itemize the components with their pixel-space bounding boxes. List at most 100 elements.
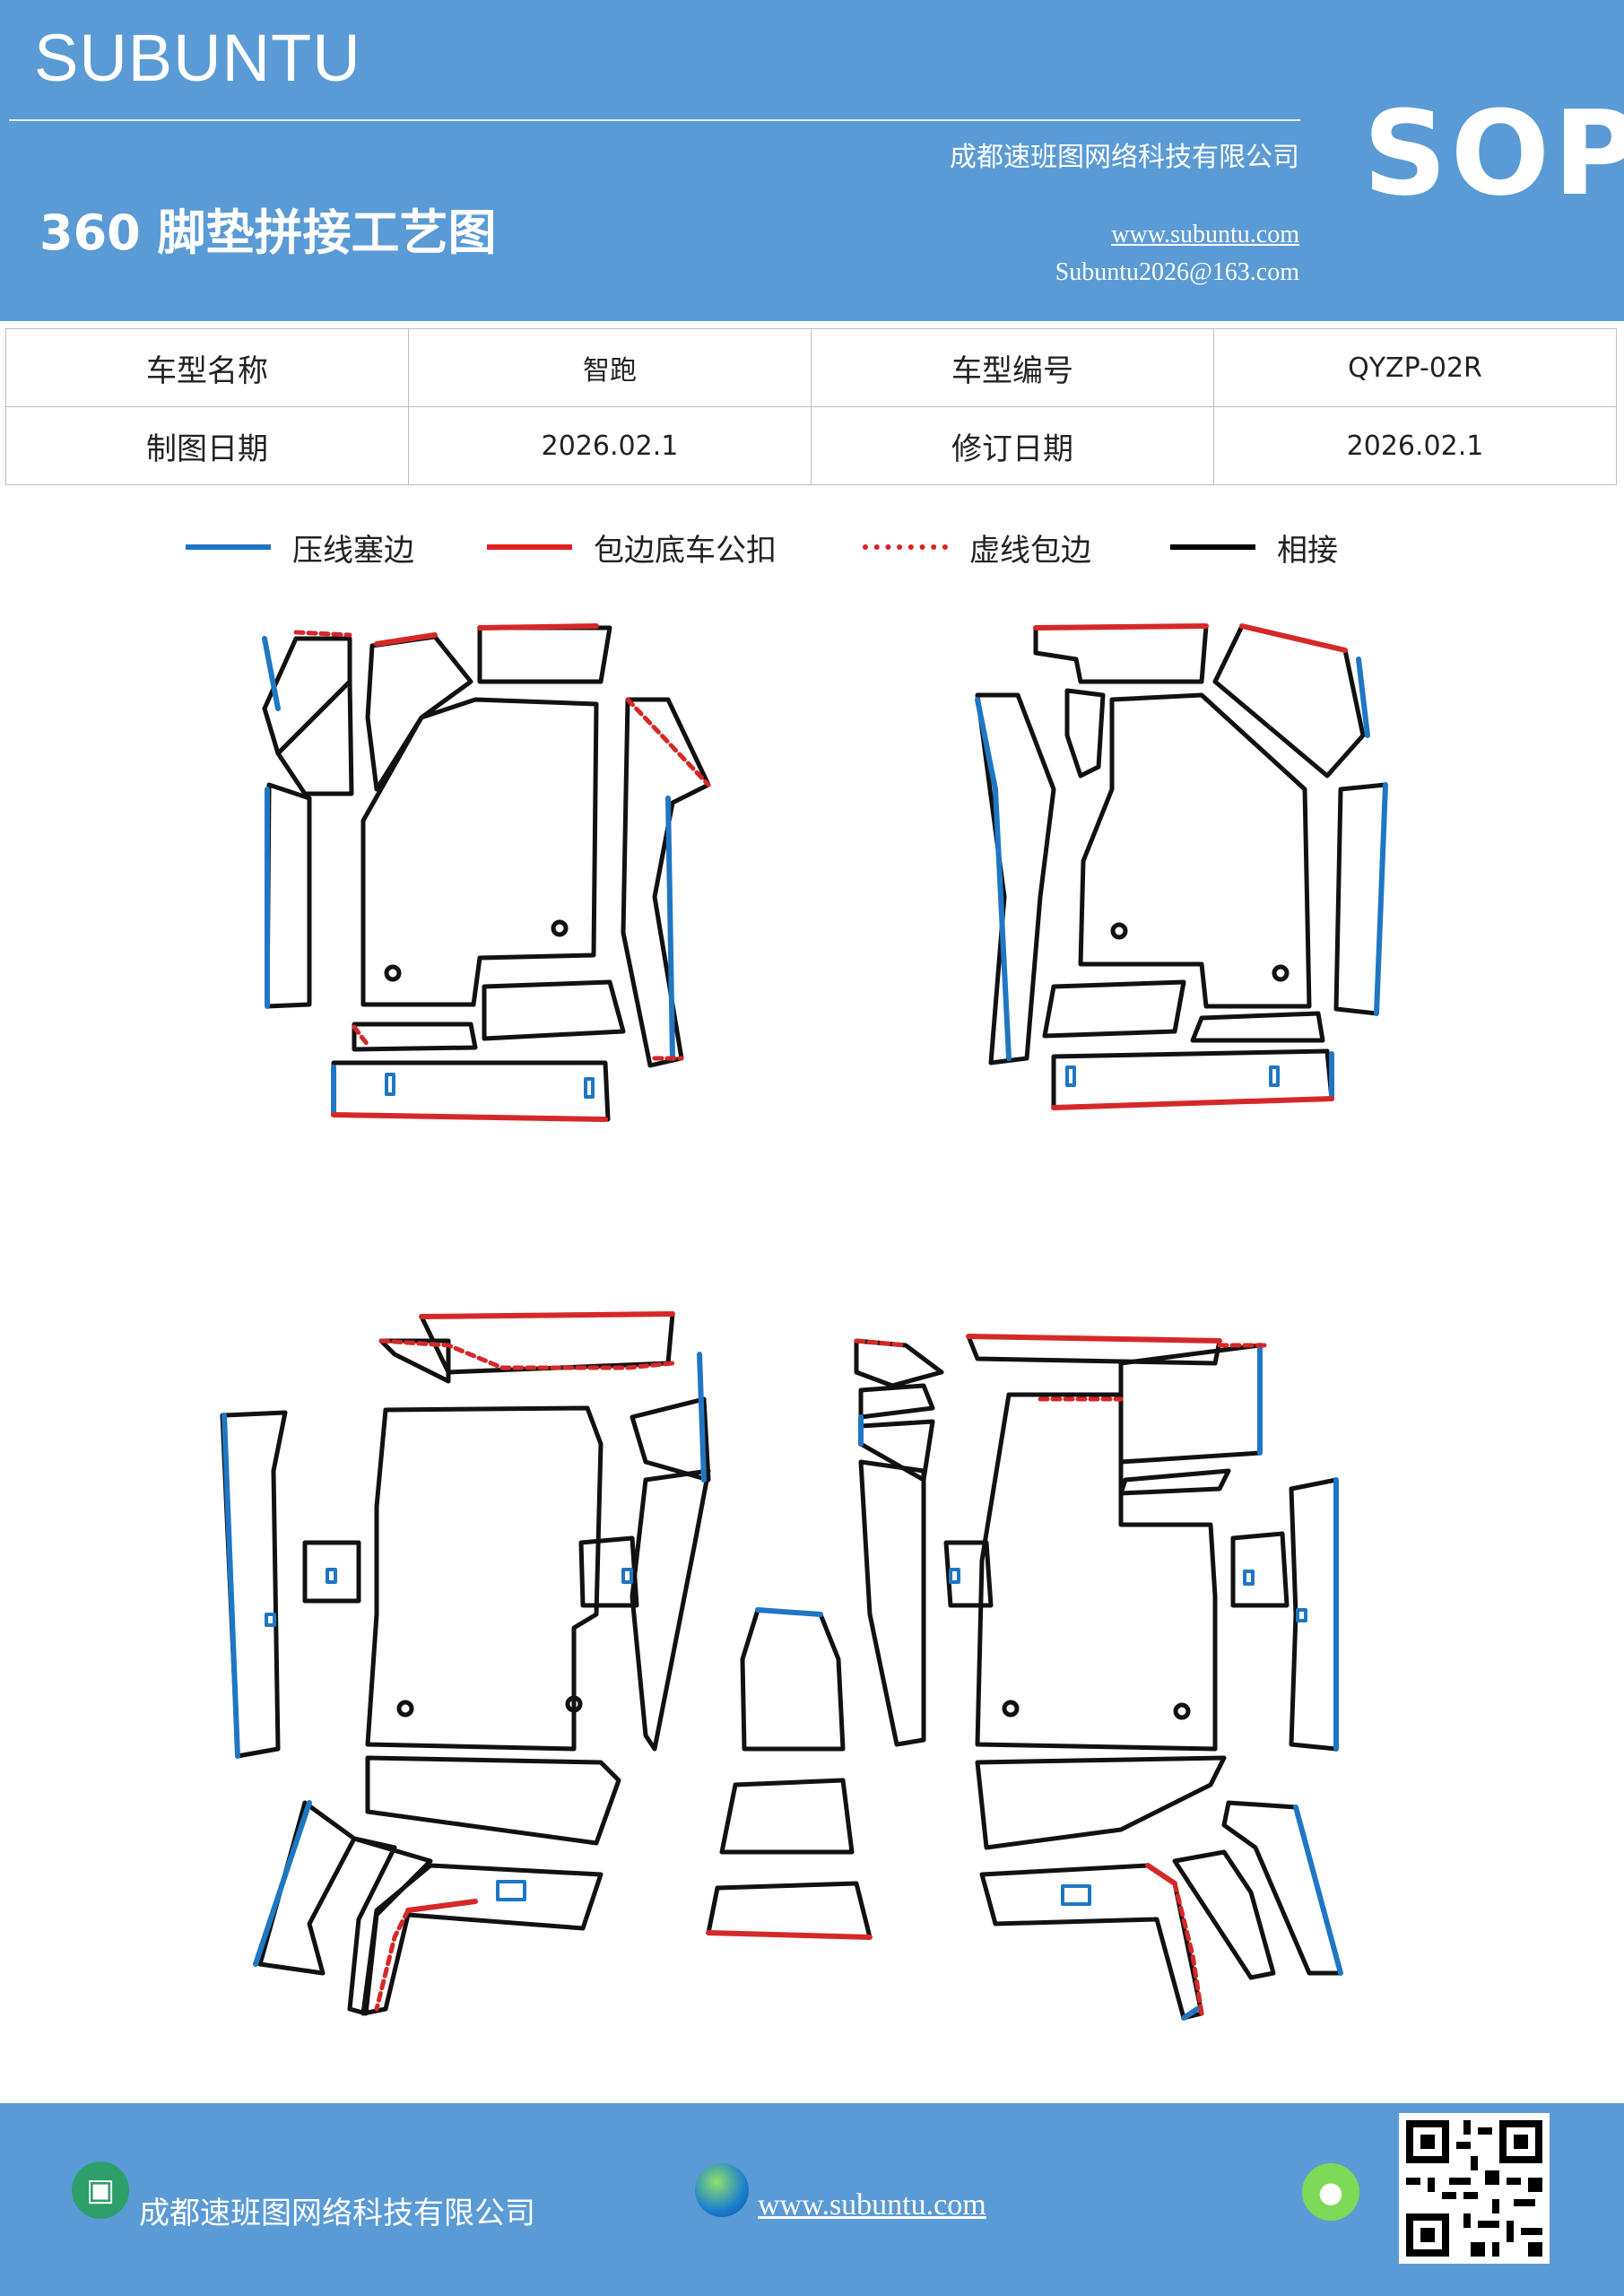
mat-piece bbox=[347, 1836, 433, 2016]
table-row: 制图日期 2026.02.1 修订日期 2026.02.1 bbox=[5, 406, 1617, 485]
mat-piece bbox=[630, 1396, 711, 1483]
mat-piece bbox=[1230, 1531, 1290, 1608]
mat-piece bbox=[1221, 1800, 1343, 1976]
hole bbox=[551, 919, 569, 937]
footer-company-name: 成都速班图网络科技有限公司 bbox=[139, 2196, 535, 2231]
draw-date-label: 制图日期 bbox=[5, 406, 409, 485]
slot bbox=[1269, 1065, 1280, 1087]
legend-item-black: 相接 bbox=[1170, 516, 1338, 578]
slot bbox=[584, 1077, 595, 1099]
qr-code-image bbox=[1399, 2113, 1550, 2264]
header-banner bbox=[0, 0, 1624, 321]
model-name-value: 智跑 bbox=[408, 328, 812, 407]
mat-piece bbox=[1118, 1468, 1231, 1496]
mat-piece bbox=[1064, 688, 1106, 778]
front-right-mat-group bbox=[975, 623, 1388, 1110]
draw-date-value: 2026.02.1 bbox=[408, 406, 812, 485]
front-right-edges bbox=[975, 623, 1388, 1110]
footer-website-link[interactable]: www.subuntu.com bbox=[758, 2188, 986, 2222]
mat-piece bbox=[975, 1392, 1218, 1752]
hole bbox=[396, 1700, 414, 1718]
legend-label: 虚线包边 bbox=[969, 532, 1091, 569]
legend: 压线塞边 包边底车公扣 虚线包边 相接 bbox=[0, 516, 1624, 578]
slot bbox=[1243, 1570, 1255, 1586]
slot bbox=[265, 1613, 276, 1627]
mat-piece bbox=[858, 1459, 926, 1747]
legend-label: 压线塞边 bbox=[292, 532, 414, 569]
mat-piece bbox=[419, 1311, 675, 1375]
model-code-value: QYZP-02R bbox=[1213, 328, 1617, 407]
mat-piece bbox=[365, 1405, 604, 1752]
vehicle-info-table: 车型名称 智跑 车型编号 QYZP-02R 制图日期 2026.02.1 修订日… bbox=[5, 328, 1617, 485]
legend-label: 包边底车公扣 bbox=[594, 532, 777, 569]
mat-piece bbox=[352, 1022, 478, 1052]
building-icon: ▣ bbox=[72, 2161, 129, 2219]
legend-label: 相接 bbox=[1277, 532, 1338, 569]
slot bbox=[496, 1880, 526, 1901]
mat-piece bbox=[257, 1800, 357, 1976]
hole bbox=[1110, 922, 1128, 940]
mat-piece bbox=[1289, 1477, 1339, 1752]
slot bbox=[1065, 1065, 1076, 1087]
slot bbox=[326, 1568, 337, 1584]
mat-piece bbox=[719, 1778, 855, 1855]
mat-piece bbox=[740, 1607, 846, 1752]
hole bbox=[384, 964, 402, 982]
mat-piece bbox=[360, 1863, 604, 2016]
mat-piece bbox=[331, 1060, 611, 1122]
hole bbox=[1173, 1702, 1191, 1720]
legend-swatch-dotted bbox=[863, 544, 948, 550]
center-tunnel-group bbox=[706, 1607, 873, 1940]
rear-right-edges bbox=[854, 1334, 1343, 2021]
mat-piece bbox=[858, 1383, 935, 1420]
mat-piece bbox=[1172, 1849, 1276, 1980]
brand-logo-text: SUBUNTU bbox=[34, 21, 361, 95]
globe-icon bbox=[695, 2163, 749, 2217]
mat-piece bbox=[1042, 979, 1186, 1039]
slot bbox=[621, 1568, 633, 1584]
legend-item-red: 包边底车公扣 bbox=[487, 516, 777, 578]
website-link[interactable]: www.subuntu.com bbox=[1111, 221, 1299, 248]
rear-left-mat-group bbox=[220, 1311, 711, 2016]
revision-date-value: 2026.02.1 bbox=[1213, 406, 1617, 485]
mat-piece bbox=[630, 1468, 711, 1752]
mat-piece bbox=[706, 1881, 873, 1940]
header-divider bbox=[9, 119, 1300, 121]
hole bbox=[565, 1695, 583, 1713]
mat-piece bbox=[854, 1338, 944, 1388]
rear-left-edges bbox=[221, 1311, 707, 2012]
slot bbox=[385, 1073, 395, 1096]
mat-piece bbox=[482, 979, 626, 1041]
slot bbox=[1061, 1884, 1091, 1906]
mat-piece bbox=[302, 1540, 361, 1604]
mat-piece bbox=[943, 1540, 994, 1608]
mat-piece bbox=[365, 634, 473, 792]
mat-piece bbox=[378, 1338, 451, 1384]
mat-piece bbox=[365, 1755, 621, 1846]
mat-piece bbox=[1033, 623, 1209, 684]
slot bbox=[949, 1568, 960, 1584]
sop-badge: SOP bbox=[1363, 85, 1624, 222]
mat-piece bbox=[1078, 692, 1312, 1009]
center-edges bbox=[706, 1607, 873, 1940]
legend-item-dotted: 虚线包边 bbox=[863, 516, 1091, 578]
mat-piece bbox=[578, 1535, 639, 1608]
mat-piece bbox=[979, 1863, 1204, 2021]
legend-swatch-red bbox=[487, 544, 572, 550]
legend-swatch-blue bbox=[186, 544, 271, 550]
mat-piece bbox=[265, 782, 312, 1009]
mat-piece bbox=[975, 1755, 1227, 1850]
company-name: 成都速班图网络科技有限公司 bbox=[950, 142, 1299, 173]
revision-date-label: 修订日期 bbox=[811, 406, 1214, 485]
mat-pattern-drawing bbox=[220, 623, 1388, 2021]
model-code-label: 车型编号 bbox=[811, 328, 1214, 407]
slot bbox=[1296, 1608, 1307, 1622]
mat-piece bbox=[360, 697, 599, 1007]
rear-right-mat-group bbox=[854, 1334, 1343, 2021]
wechat-icon: ● bbox=[1302, 2163, 1359, 2221]
mat-piece bbox=[477, 625, 612, 684]
mat-piece bbox=[275, 679, 354, 796]
legend-swatch-black bbox=[1170, 544, 1255, 550]
mat-piece bbox=[621, 697, 711, 1068]
hole bbox=[1272, 964, 1290, 982]
